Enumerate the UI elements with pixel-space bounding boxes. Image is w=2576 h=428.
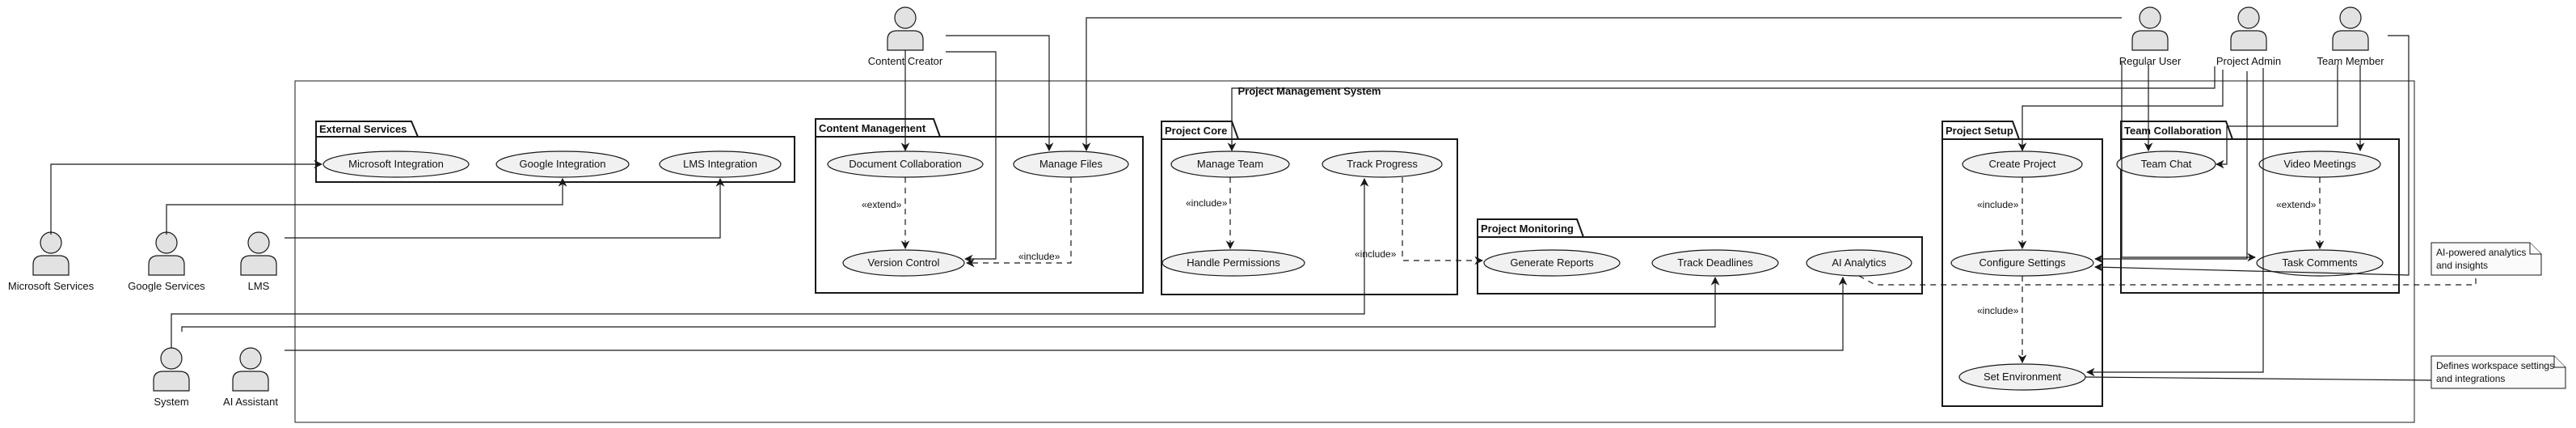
svg-text:Create Project: Create Project (1988, 158, 2055, 170)
assoc-ms-integration (50, 159, 323, 235)
actor-ai-assistant: AI Assistant (223, 347, 278, 408)
actor-content-creator: Content Creator (868, 6, 943, 67)
svg-text:«include»: «include» (1018, 251, 1060, 262)
actor-google-services: Google Services (128, 231, 205, 292)
assoc-creator-version (946, 51, 997, 264)
assoc-system-trackprogress (171, 177, 1369, 348)
usecase-team-chat: Team Chat (2116, 150, 2216, 178)
usecase-manage-files: Manage Files (1013, 150, 1129, 178)
svg-text:Video Meetings: Video Meetings (2283, 158, 2356, 170)
svg-text:Track Progress: Track Progress (1347, 158, 1418, 170)
assoc-admin-manageteam (1227, 66, 2216, 152)
svg-text:«include»: «include» (1977, 305, 2019, 316)
usecase-manage-team: Manage Team (1170, 150, 1290, 178)
svg-text:Team Member: Team Member (2317, 55, 2384, 67)
assoc-google-integration (166, 177, 567, 235)
svg-text:Microsoft Integration: Microsoft Integration (348, 158, 444, 170)
svg-text:and integrations: and integrations (2436, 373, 2505, 384)
assoc-system-trackdeadlines (181, 276, 1720, 332)
svg-text:Team Chat: Team Chat (2141, 158, 2192, 170)
assoc-admin-setenv (2085, 68, 2264, 377)
assoc-member-teamchat (2215, 65, 2338, 169)
svg-text:Set Environment: Set Environment (1984, 371, 2061, 383)
dependencies: «extend» «include» «include» «include» «… (862, 177, 2325, 364)
svg-text:Regular User: Regular User (2119, 55, 2182, 67)
include-progress-reports (1402, 177, 1484, 265)
svg-text:Project Core: Project Core (1165, 125, 1227, 137)
assoc-creator-files (946, 35, 1054, 152)
assoc-admin-createproject (2017, 70, 2224, 152)
svg-text:AI Assistant: AI Assistant (223, 396, 278, 408)
svg-text:AI Analytics: AI Analytics (1832, 256, 1887, 269)
assoc-user-files (1081, 17, 2122, 152)
svg-text:Google Integration: Google Integration (520, 158, 606, 170)
actor-lms: LMS (240, 231, 277, 292)
actor-team-member: Team Member (2317, 6, 2384, 67)
svg-text:Project Admin: Project Admin (2216, 55, 2281, 67)
actor-system: System (153, 347, 190, 408)
svg-text:Generate Reports: Generate Reports (1510, 256, 1594, 269)
actor-microsoft-services: Microsoft Services (8, 231, 95, 292)
svg-text:Project Setup: Project Setup (1946, 125, 2013, 137)
svg-text:Task Comments: Task Comments (2282, 256, 2358, 269)
usecase-track-deadlines: Track Deadlines (1651, 249, 1779, 277)
svg-text:LMS Integration: LMS Integration (683, 158, 757, 170)
svg-text:Content Management: Content Management (819, 122, 926, 134)
svg-text:Project Monitoring: Project Monitoring (1481, 222, 1574, 235)
usecase-ai-analytics: AI Analytics (1806, 249, 1912, 277)
svg-text:Manage Team: Manage Team (1197, 158, 1263, 170)
system-title: Project Management System (1237, 85, 1381, 97)
assoc-admin-config (2093, 71, 2248, 264)
usecase-configure-settings: Configure Settings (1950, 249, 2094, 277)
svg-text:and insights: and insights (2436, 260, 2488, 271)
usecase-lms-integration: LMS Integration (659, 150, 782, 178)
svg-text:Handle Permissions: Handle Permissions (1187, 256, 1280, 269)
usecase-generate-reports: Generate Reports (1483, 249, 1621, 277)
svg-text:Team Collaboration: Team Collaboration (2124, 125, 2221, 137)
note-ai-analytics: AI-powered analytics and insights (1858, 242, 2542, 286)
usecase-set-environment: Set Environment (1958, 363, 2086, 391)
assoc-ai-aianalytics (285, 276, 1848, 351)
actor-regular-user: Regular User (2119, 6, 2182, 67)
usecase-track-progress: Track Progress (1322, 150, 1443, 178)
svg-text:Track Deadlines: Track Deadlines (1677, 256, 1753, 269)
note-set-environment: Defines workspace settings and integrati… (2085, 355, 2566, 389)
include-files-version (965, 177, 1072, 268)
svg-text:Document Collaboration: Document Collaboration (849, 158, 961, 170)
usecase-handle-permissions: Handle Permissions (1162, 249, 1305, 277)
associations (50, 17, 2409, 377)
usecase-microsoft-integration: Microsoft Integration (323, 150, 470, 178)
svg-text:«extend»: «extend» (862, 199, 902, 210)
svg-text:AI-powered analytics: AI-powered analytics (2436, 247, 2526, 258)
svg-text:LMS: LMS (248, 280, 270, 292)
svg-text:Version Control: Version Control (868, 256, 940, 269)
actor-project-admin: Project Admin (2216, 6, 2281, 67)
usecase-google-integration: Google Integration (495, 150, 630, 178)
svg-text:Defines workspace settings: Defines workspace settings (2436, 360, 2554, 371)
usecase-video-meetings: Video Meetings (2258, 150, 2381, 178)
svg-text:«include»: «include» (1977, 199, 2019, 210)
svg-text:«extend»: «extend» (2276, 199, 2317, 210)
svg-text:System: System (154, 396, 188, 408)
assoc-lms-integration (285, 177, 725, 239)
svg-text:Configure Settings: Configure Settings (1979, 256, 2066, 269)
usecase-document-collaboration: Document Collaboration (827, 150, 984, 178)
svg-text:External Services: External Services (319, 123, 407, 135)
svg-text:Microsoft Services: Microsoft Services (8, 280, 95, 292)
assoc-member-taskcomments (2093, 35, 2409, 276)
usecase-create-project: Create Project (1962, 150, 2083, 178)
svg-text:«include»: «include» (1355, 248, 1397, 260)
svg-text:Manage Files: Manage Files (1039, 158, 1103, 170)
svg-text:Google Services: Google Services (128, 280, 205, 292)
usecase-version-control: Version Control (842, 249, 965, 277)
assoc-user-taskcomments (2121, 61, 2257, 262)
svg-text:«include»: «include» (1186, 197, 1228, 209)
usecase-task-comments: Task Comments (2256, 249, 2384, 277)
